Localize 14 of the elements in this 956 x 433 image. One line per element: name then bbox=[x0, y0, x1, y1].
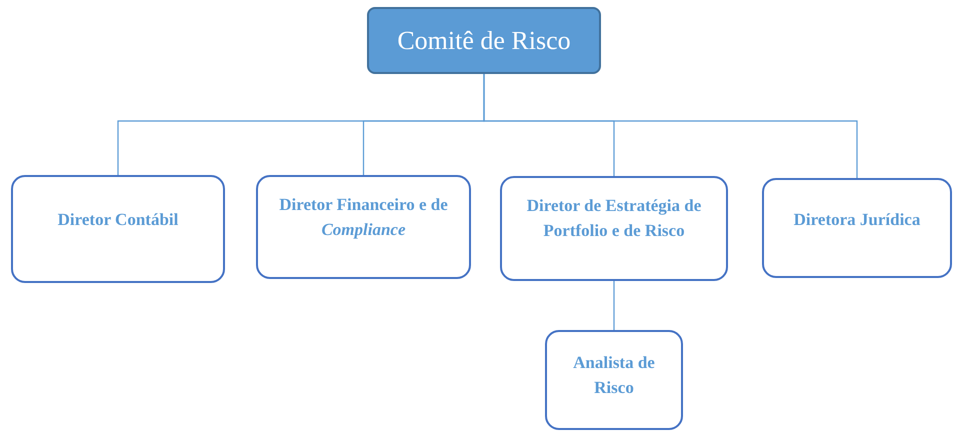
role-box bbox=[762, 178, 952, 278]
connector-line bbox=[483, 74, 858, 178]
node-label: Diretor Financeiro e de Compliance bbox=[278, 194, 449, 241]
role-box bbox=[11, 175, 225, 283]
role-box bbox=[256, 175, 471, 279]
committee-box bbox=[367, 7, 601, 74]
role-box bbox=[545, 330, 683, 430]
node-label: Diretor Contábil bbox=[58, 209, 178, 231]
node-label: Diretora Jurídica bbox=[794, 209, 920, 231]
role-box bbox=[500, 176, 728, 281]
node-label: Diretor de Estratégia de Portfolio e de Risco bbox=[526, 195, 702, 242]
node-label: Analista de Risco bbox=[572, 352, 656, 399]
connector-line bbox=[613, 281, 615, 330]
node-label: Comitê de Risco bbox=[397, 26, 571, 56]
